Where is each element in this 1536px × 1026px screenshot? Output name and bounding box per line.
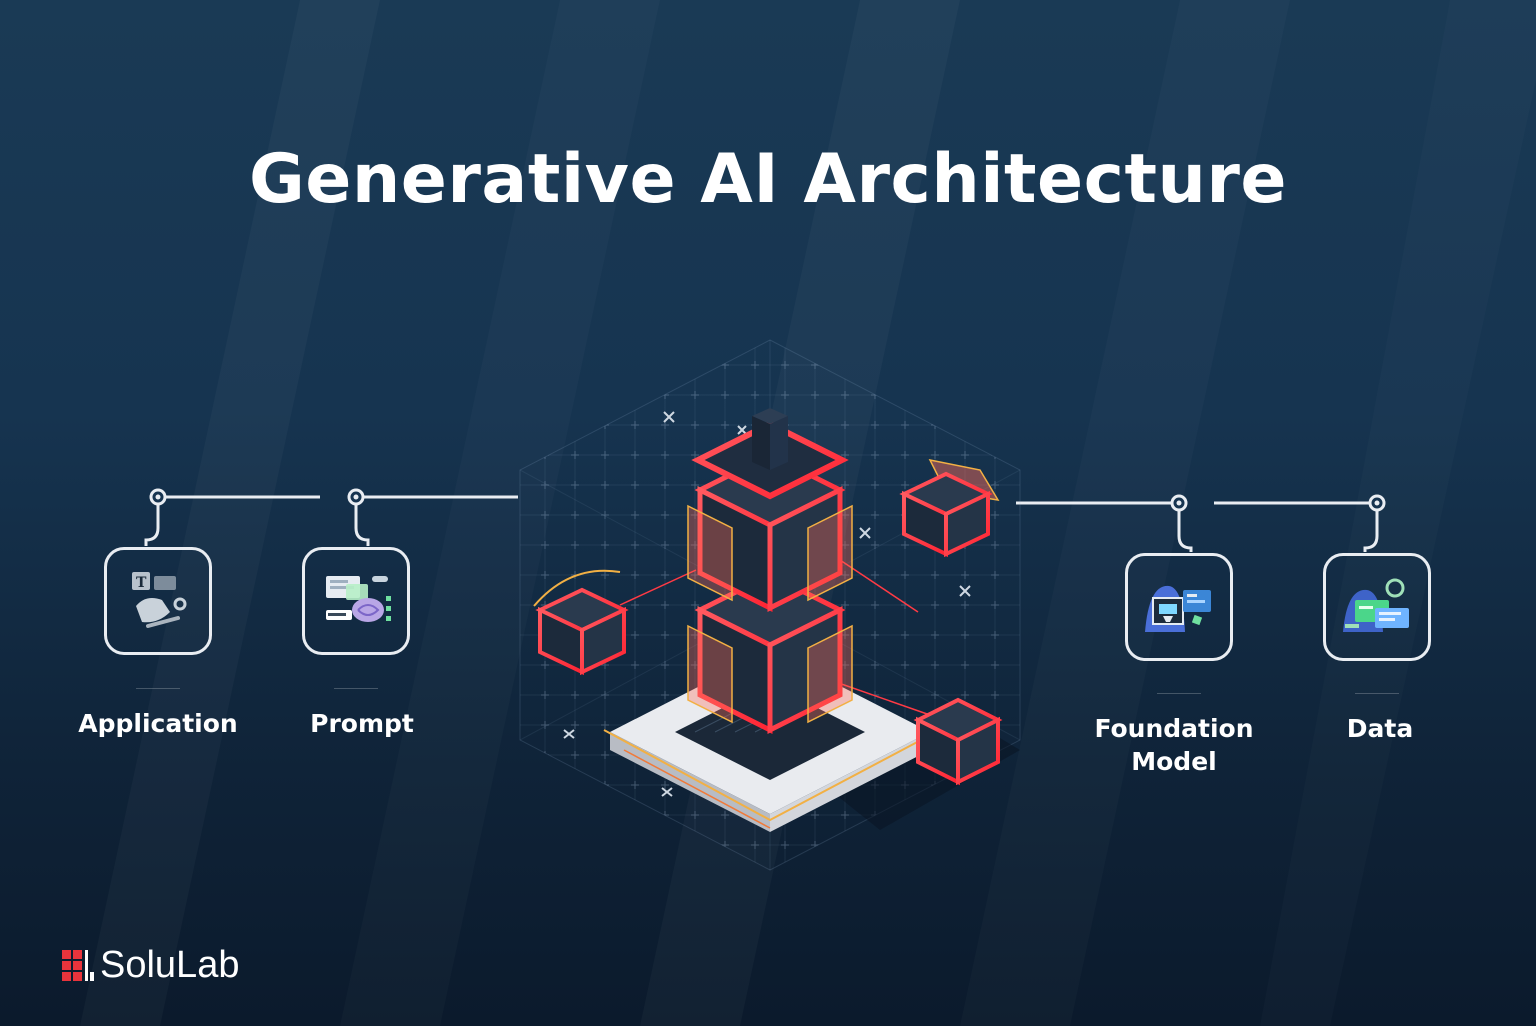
application-label: Application (78, 709, 238, 738)
divider (334, 688, 378, 689)
application-icon: T (132, 572, 187, 628)
prompt-label: Prompt (310, 709, 414, 738)
floating-cube-top-right (899, 458, 1000, 558)
divider (136, 688, 180, 689)
foundation-model-icon (1145, 585, 1211, 632)
solulab-logo-icon (62, 949, 94, 981)
foundation-model-card (1125, 553, 1233, 661)
floating-cube-bottom-right (913, 697, 1003, 786)
prompt-icon (326, 576, 391, 622)
floating-cube-left (533, 569, 629, 676)
divider (1157, 693, 1201, 694)
divider (1355, 693, 1399, 694)
solulab-logo: SoluLab (60, 944, 239, 987)
svg-text:T: T (136, 575, 147, 591)
prompt-card (302, 547, 410, 655)
architecture-tower-illustration (519, 339, 1021, 871)
application-card: T (104, 547, 212, 655)
page-title: Generative AI Architecture (248, 140, 1288, 219)
foundation-model-label: Foundation Model (1094, 714, 1254, 776)
data-icon (1343, 578, 1409, 632)
data-label: Data (1346, 714, 1414, 743)
data-card (1323, 553, 1431, 661)
logo-text: SoluLab (100, 944, 240, 986)
